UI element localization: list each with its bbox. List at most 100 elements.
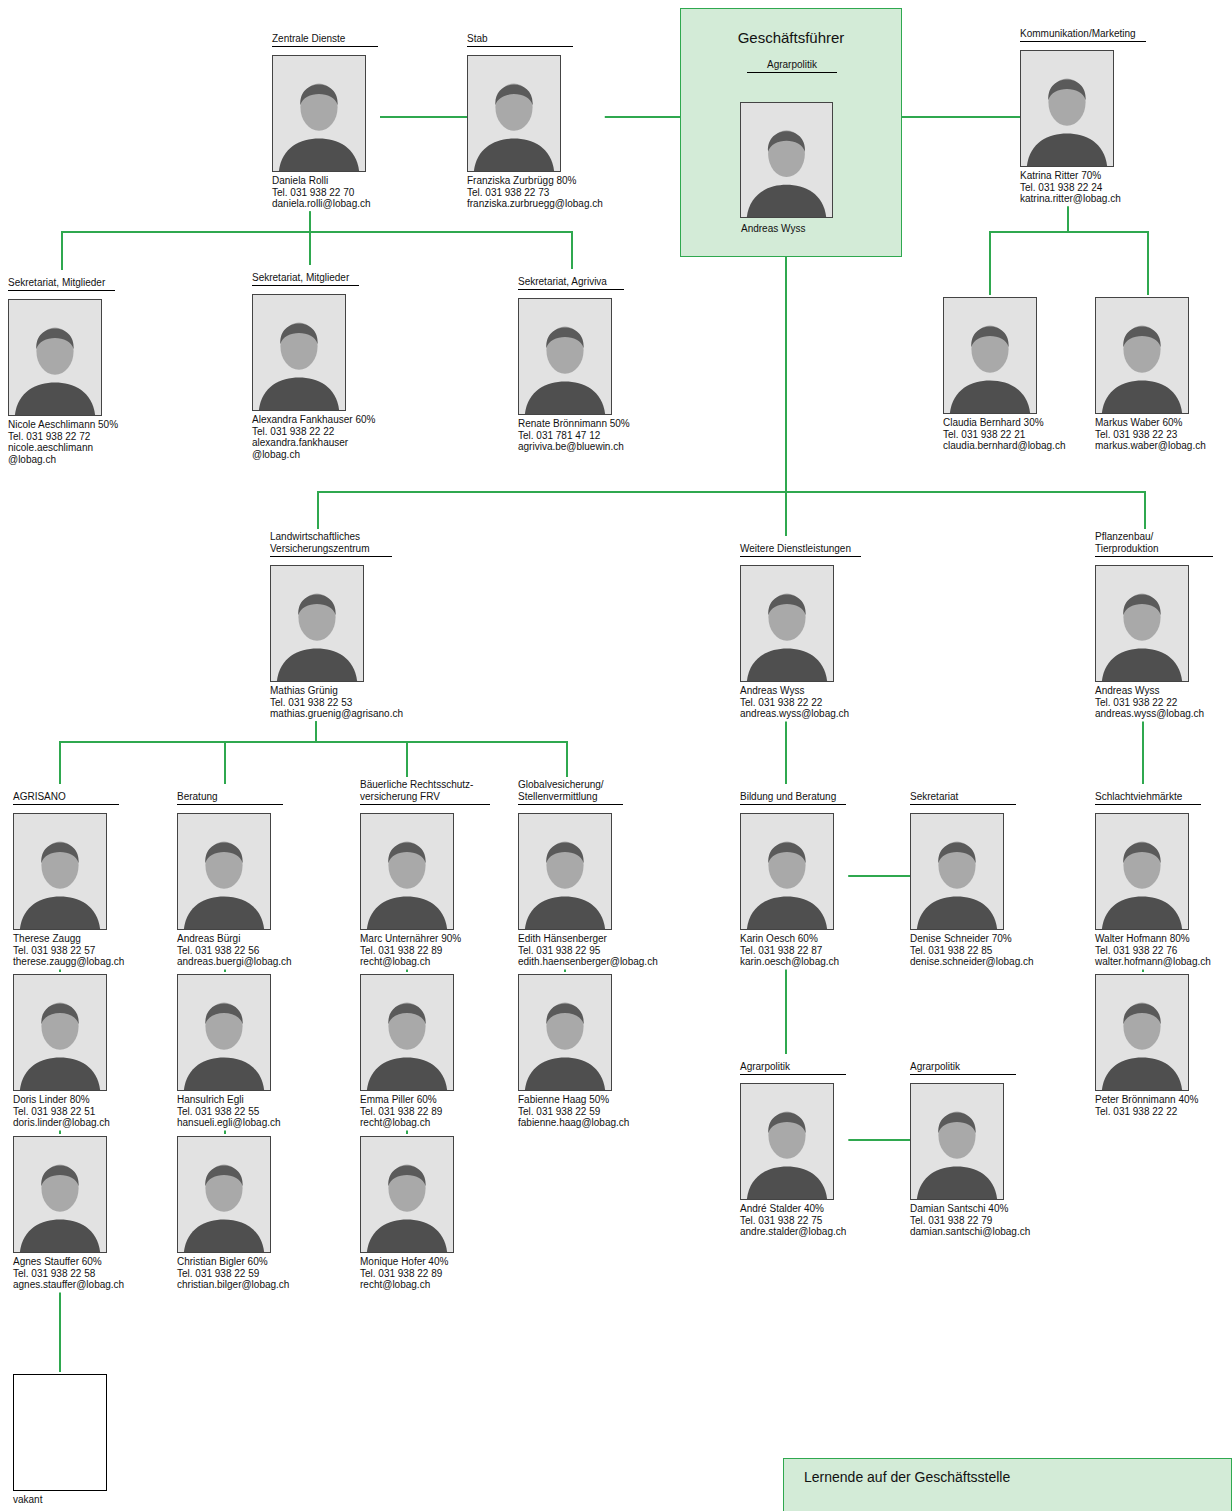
photo-ground bbox=[361, 975, 453, 1090]
contact-line: Tel. 031 938 22 51 bbox=[13, 1106, 110, 1118]
contact-line: karin.oesch@lobag.ch bbox=[740, 956, 846, 968]
org-connector bbox=[62, 212, 310, 271]
photo-hair bbox=[41, 1166, 78, 1187]
photo-head bbox=[205, 1003, 242, 1050]
org-connector bbox=[1142, 970, 1144, 973]
contact-line: Therese Zaugg bbox=[13, 933, 124, 945]
photo-shoulders bbox=[1027, 134, 1107, 166]
photo-ground bbox=[1096, 566, 1188, 681]
contact-line: Tel. 031 938 22 70 bbox=[272, 187, 378, 199]
portrait-photo bbox=[8, 299, 102, 416]
photo-shoulders bbox=[917, 897, 997, 929]
photo-head bbox=[388, 1165, 425, 1212]
note-box: Lernende auf der Geschäftsstelle bbox=[783, 1458, 1232, 1511]
portrait-silhouette bbox=[361, 1137, 453, 1252]
photo-shoulders bbox=[277, 649, 357, 681]
section-heading: Agrarpolitik bbox=[910, 1061, 1016, 1075]
portrait-photo bbox=[270, 565, 364, 682]
photo-hair bbox=[495, 85, 532, 106]
photo-ground bbox=[519, 975, 611, 1090]
portrait-silhouette bbox=[1021, 51, 1113, 166]
org-connector bbox=[318, 257, 786, 529]
portrait-photo bbox=[740, 813, 834, 930]
section-heading: Landwirtschaftliches Versicherungszentru… bbox=[270, 531, 392, 557]
portrait-silhouette bbox=[178, 1137, 270, 1252]
photo-ground bbox=[741, 566, 833, 681]
contact-line: Tel. 031 938 22 58 bbox=[13, 1268, 124, 1280]
portrait-silhouette bbox=[271, 566, 363, 681]
portrait-silhouette bbox=[178, 814, 270, 929]
photo-ground bbox=[14, 975, 106, 1090]
portrait-photo bbox=[360, 813, 454, 930]
vacant-photo-frame bbox=[13, 1374, 107, 1491]
portrait-photo bbox=[518, 974, 612, 1091]
photo-ground bbox=[519, 814, 611, 929]
contact-line: Marc Unternährer 90% bbox=[360, 933, 490, 945]
org-connector bbox=[848, 1139, 910, 1141]
photo-hair bbox=[280, 324, 317, 345]
contact-line: Denise Schneider 70% bbox=[910, 933, 1034, 945]
portrait-photo bbox=[1095, 565, 1189, 682]
director-title: Geschäftsführer bbox=[681, 29, 901, 47]
photo-ground bbox=[14, 814, 106, 929]
org-connector bbox=[59, 1293, 61, 1373]
portrait-photo bbox=[1095, 974, 1189, 1091]
portrait-silhouette bbox=[1096, 298, 1188, 413]
photo-head bbox=[546, 327, 583, 374]
photo-shoulders bbox=[1102, 1058, 1182, 1090]
photo-head bbox=[298, 594, 335, 641]
org-connector bbox=[380, 116, 467, 118]
contact-line: Agnes Stauffer 60% bbox=[13, 1256, 124, 1268]
photo-shoulders bbox=[747, 897, 827, 929]
photo-hair bbox=[205, 843, 242, 864]
portrait-photo bbox=[272, 55, 366, 172]
contact-line: Markus Waber 60% bbox=[1095, 417, 1206, 429]
org-connector bbox=[786, 257, 1145, 529]
contact-line: Nicole Aeschlimann 50% bbox=[8, 419, 133, 431]
portrait-photo bbox=[177, 813, 271, 930]
photo-ground bbox=[178, 1137, 270, 1252]
contact-line: Tel. 031 938 22 79 bbox=[910, 1215, 1030, 1227]
person-card: Zentrale DiensteDaniela RolliTel. 031 93… bbox=[272, 26, 380, 212]
contact-line: therese.zaugg@lobag.ch bbox=[13, 956, 124, 968]
org-connector bbox=[785, 722, 787, 785]
portrait-photo bbox=[910, 813, 1004, 930]
photo-hair bbox=[768, 843, 805, 864]
portrait-silhouette bbox=[1096, 566, 1188, 681]
contact-line: Tel. 031 938 22 59 bbox=[177, 1268, 289, 1280]
portrait-photo bbox=[360, 974, 454, 1091]
photo-hair bbox=[546, 843, 583, 864]
person-card: Christian Bigler 60%Tel. 031 938 22 59ch… bbox=[177, 1134, 291, 1293]
contact-line: Tel. 031 938 22 57 bbox=[13, 945, 124, 957]
section-heading: Globalvesicherung/ Stellenvermittlung bbox=[518, 779, 623, 805]
contact-line: markus.waber@lobag.ch bbox=[1095, 440, 1206, 452]
photo-shoulders bbox=[747, 185, 826, 217]
portrait-silhouette bbox=[944, 298, 1036, 413]
photo-hair bbox=[1123, 327, 1160, 348]
org-connector bbox=[785, 970, 787, 1055]
photo-head bbox=[205, 1165, 242, 1212]
portrait-photo bbox=[518, 298, 612, 415]
photo-ground bbox=[14, 1137, 106, 1252]
contact-line: Franziska Zurbrügg 80% bbox=[467, 175, 603, 187]
contact-line: hansueli.egli@lobag.ch bbox=[177, 1117, 281, 1129]
section-heading: Schlachtviehmärkte bbox=[1095, 791, 1201, 805]
photo-head bbox=[768, 594, 805, 641]
section-heading: Sekretariat, Mitglieder bbox=[8, 277, 115, 291]
portrait-silhouette bbox=[741, 566, 833, 681]
portrait-photo bbox=[177, 1136, 271, 1253]
photo-hair bbox=[938, 1113, 975, 1134]
photo-hair bbox=[388, 1166, 425, 1187]
portrait-photo bbox=[943, 297, 1037, 414]
photo-head bbox=[546, 842, 583, 889]
org-connector bbox=[60, 722, 316, 785]
portrait-silhouette bbox=[361, 814, 453, 929]
portrait-silhouette bbox=[9, 300, 101, 415]
photo-shoulders bbox=[917, 1167, 997, 1199]
org-connector bbox=[59, 970, 61, 973]
portrait-silhouette bbox=[361, 975, 453, 1090]
portrait-silhouette bbox=[178, 975, 270, 1090]
photo-head bbox=[36, 328, 73, 375]
portrait-photo bbox=[13, 974, 107, 1091]
